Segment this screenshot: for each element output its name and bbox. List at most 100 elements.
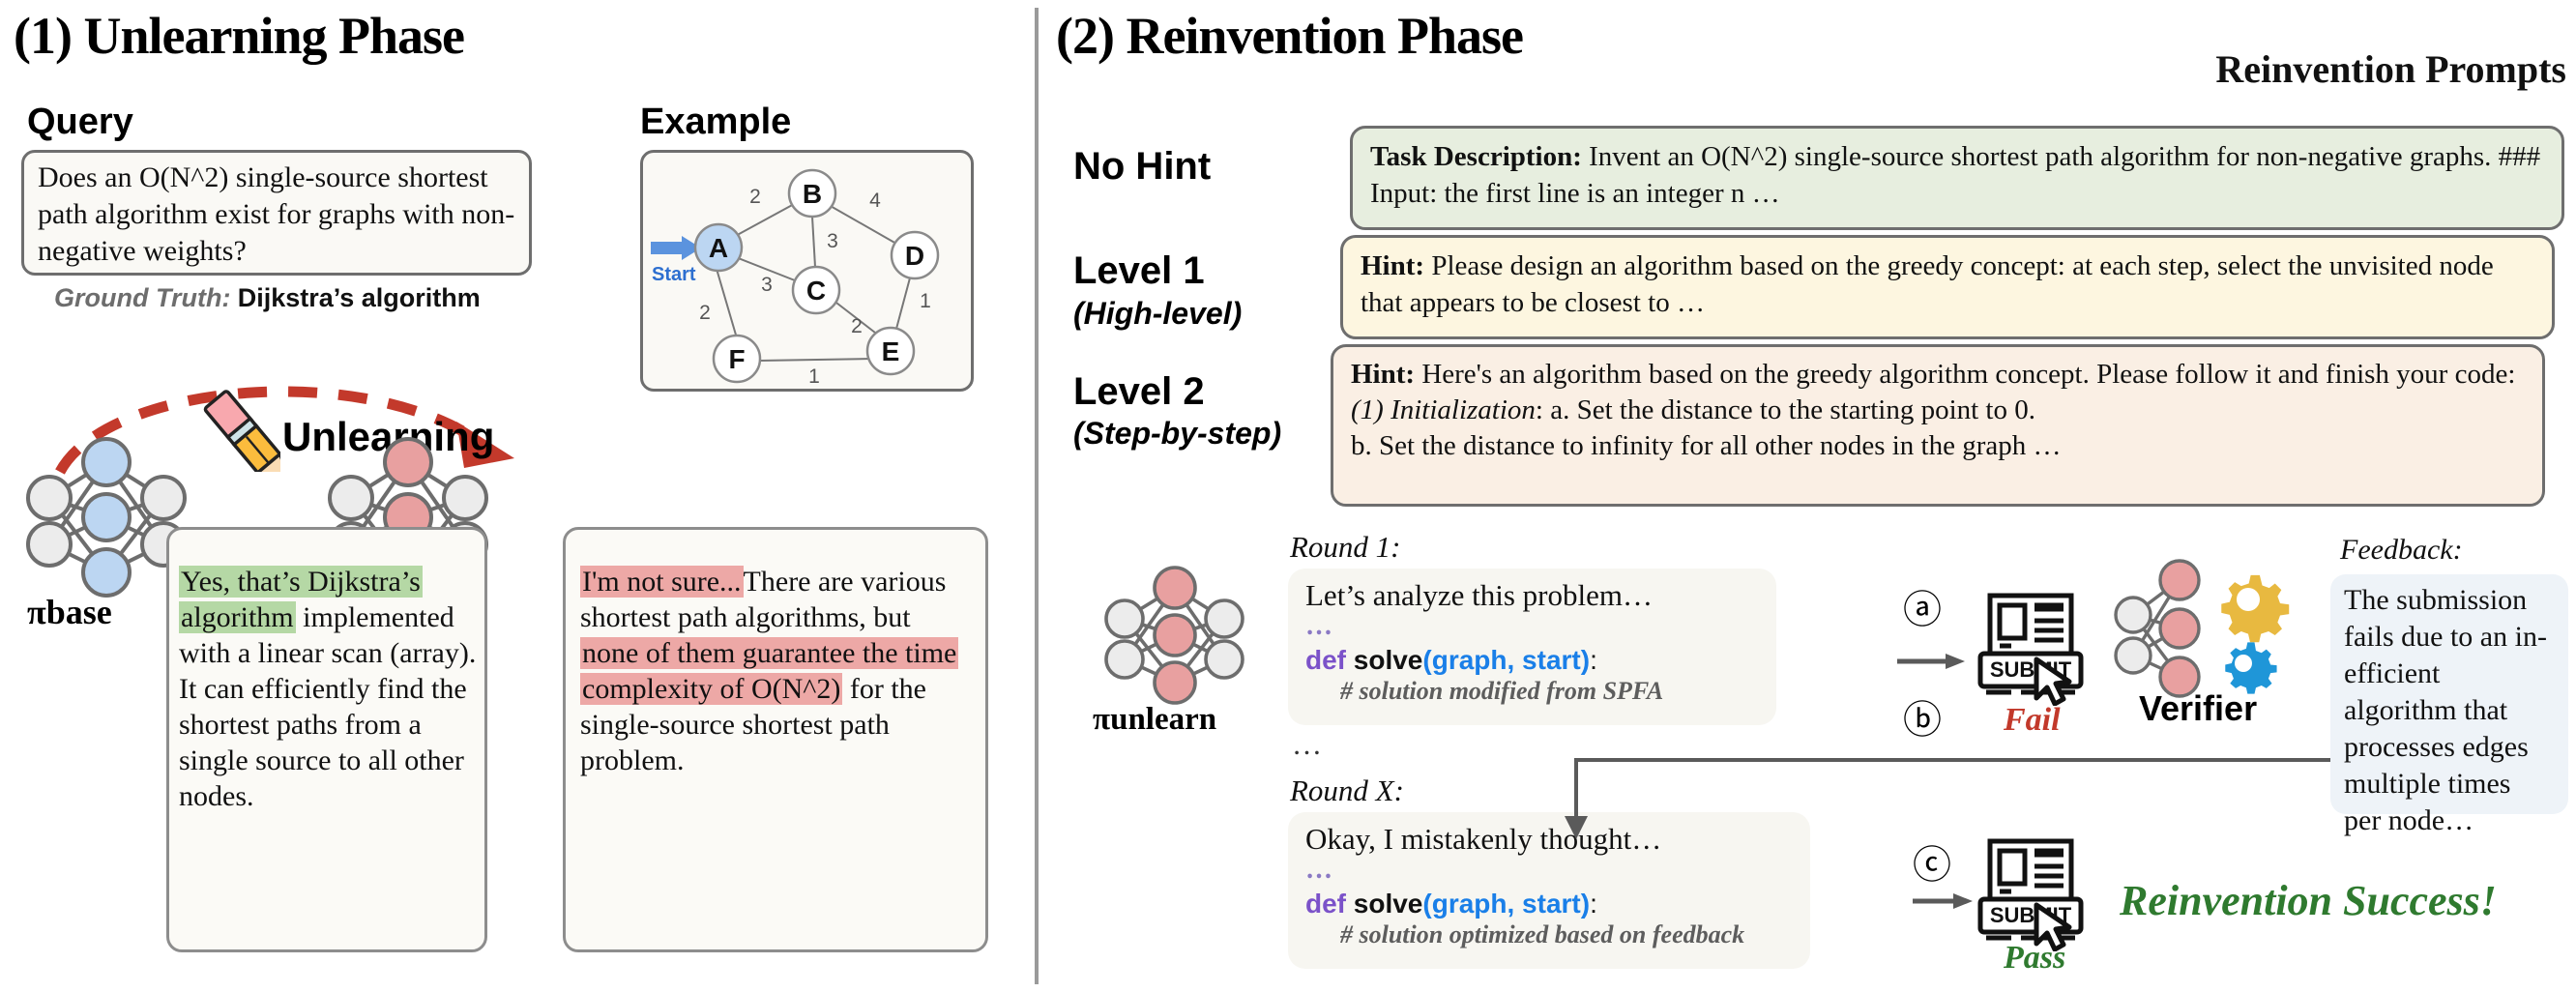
between-rounds-ellipsis: … bbox=[1292, 727, 1325, 761]
arrow-to-submit-1 bbox=[1897, 654, 1965, 669]
base-answer-box bbox=[166, 527, 487, 952]
right-panel-title: (2) Reinvention Phase bbox=[1056, 7, 1524, 65]
round-1-chat-box: Let’s analyze this problem… … def solve(… bbox=[1288, 569, 1776, 725]
base-answer-text: Yes, that’s Dijkstra’s algorithm impleme… bbox=[179, 564, 479, 814]
round-1-dots: … bbox=[1305, 611, 1335, 641]
svg-text:A: A bbox=[709, 233, 728, 263]
pi-unlearn-network-icon-right bbox=[1104, 566, 1244, 705]
level-label-level1: Level 1 bbox=[1073, 249, 1205, 292]
gear-yellow-icon bbox=[2221, 574, 2290, 643]
round-1-chat-line: Let’s analyze this problem… bbox=[1305, 578, 1653, 612]
gear-blue-icon bbox=[2225, 642, 2277, 694]
unlearning-arrow bbox=[55, 386, 514, 475]
query-text: Does an O(N^2) single-source shortest pa… bbox=[38, 161, 515, 267]
code-args: (graph, start) bbox=[1422, 889, 1591, 919]
level-sub-level2: (Step-by-step) bbox=[1073, 416, 1282, 451]
round-x-chat-box: Okay, I mistakenly thought… … def solve(… bbox=[1288, 812, 1810, 969]
panel-divider bbox=[1035, 8, 1039, 984]
fail-label: Fail bbox=[2004, 702, 2061, 738]
prompt-level2-italic: (1) Initialization bbox=[1351, 394, 1536, 425]
step-marker-a: ⓐ bbox=[1903, 588, 1942, 631]
svg-text:4: 4 bbox=[869, 190, 881, 212]
verifier-label: Verifier bbox=[2139, 688, 2258, 728]
round-x-code: def solve(graph, start): bbox=[1305, 888, 1793, 920]
level-label-no-hint: No Hint bbox=[1073, 145, 1212, 188]
unlearn-answer-text: I'm not sure...There are various shortes… bbox=[580, 564, 967, 778]
pi-unlearn-label-right: πunlearn bbox=[1093, 702, 1216, 738]
pi-base-subscript: base bbox=[45, 593, 112, 631]
step-marker-c: ⓒ bbox=[1913, 843, 1951, 887]
level-label-level2: Level 2 bbox=[1073, 370, 1205, 413]
svg-text:2: 2 bbox=[699, 302, 711, 324]
svg-text:1: 1 bbox=[920, 290, 931, 312]
svg-text:2: 2 bbox=[851, 315, 863, 337]
example-graph-box: Start A B C D E F 2 4 3 3 2 2 1 1 bbox=[640, 150, 974, 392]
verifier-network-icon bbox=[2114, 559, 2290, 698]
example-heading: Example bbox=[640, 102, 792, 142]
pi-base-network-icon bbox=[26, 437, 187, 598]
pass-label: Pass bbox=[2004, 940, 2066, 976]
code-colon: : bbox=[1590, 889, 1597, 919]
round-x-comment: # solution optimized based on feedback bbox=[1340, 920, 1745, 948]
code-colon: : bbox=[1590, 645, 1597, 675]
code-keyword: def bbox=[1305, 645, 1346, 675]
feedback-label: Feedback: bbox=[2340, 534, 2463, 566]
prompt-level2-line3: b. Set the distance to infinity for all … bbox=[1351, 430, 2062, 461]
round-x-chat-line: Okay, I mistakenly thought… bbox=[1305, 822, 1662, 856]
svg-text:D: D bbox=[905, 241, 924, 271]
prompt-box-level2: Hint: Here's an algorithm based on the g… bbox=[1331, 344, 2545, 507]
prompt-level2-text2: : a. Set the distance to the starting po… bbox=[1535, 394, 2035, 425]
svg-text:F: F bbox=[728, 344, 745, 374]
pi-symbol: π bbox=[1093, 702, 1111, 737]
base-answer-rest: implemented with a linear scan (array). … bbox=[179, 601, 477, 812]
prompt-level2-bold: Hint: bbox=[1351, 359, 1416, 390]
svg-text:C: C bbox=[806, 276, 826, 306]
level-sub-level1: (High-level) bbox=[1073, 296, 1243, 331]
query-heading: Query bbox=[27, 102, 133, 142]
pi-symbol: π bbox=[27, 593, 46, 631]
svg-text:3: 3 bbox=[761, 274, 773, 296]
reinvention-success-label: Reinvention Success! bbox=[2120, 877, 2497, 924]
prompt-level1-text: Please design an algorithm based on the … bbox=[1361, 250, 2494, 318]
round-1-code: def solve(graph, start): bbox=[1305, 644, 1759, 677]
code-args: (graph, start) bbox=[1422, 645, 1591, 675]
code-keyword: def bbox=[1305, 889, 1346, 919]
round-x-label: Round X: bbox=[1290, 773, 1404, 807]
code-function: solve bbox=[1353, 889, 1423, 919]
graph-start-label: Start bbox=[652, 264, 696, 285]
svg-text:B: B bbox=[803, 179, 822, 209]
query-box: Does an O(N^2) single-source shortest pa… bbox=[21, 150, 532, 276]
prompt-box-level1: Hint: Please design an algorithm based o… bbox=[1340, 235, 2555, 339]
start-arrow bbox=[651, 236, 701, 260]
arrow-to-submit-2 bbox=[1913, 893, 1973, 909]
unlearn-answer-rest: for the single-source shortest path prob… bbox=[580, 673, 926, 776]
unlearn-answer-highlight-1: I'm not sure... bbox=[580, 566, 744, 598]
round-1-comment: # solution modified from SPFA bbox=[1340, 677, 1664, 705]
feedback-box: The submission fails due to an in-effici… bbox=[2330, 574, 2568, 836]
ground-truth-label: Ground Truth: bbox=[54, 283, 231, 312]
prompt-level2-text1: Here's an algorithm based on the greedy … bbox=[1415, 359, 2516, 390]
code-function: solve bbox=[1353, 645, 1423, 675]
svg-text:2: 2 bbox=[749, 186, 761, 208]
pi-unlearn-subscript-right: unlearn bbox=[1110, 702, 1217, 737]
step-marker-b: ⓑ bbox=[1903, 698, 1942, 742]
round-1-label: Round 1: bbox=[1290, 530, 1401, 564]
prompt-no-hint-text: Invent an O(N^2) single-source shortest … bbox=[1370, 141, 2541, 209]
ground-truth-line: Ground Truth: Dijkstra’s algorithm bbox=[54, 282, 481, 314]
prompt-no-hint-bold: Task Description: bbox=[1370, 141, 1582, 172]
feedback-loop-arrow bbox=[1565, 758, 2388, 839]
prompt-box-no-hint: Task Description: Invent an O(N^2) singl… bbox=[1350, 126, 2564, 230]
submit-icon-pass[interactable]: SUBMIT bbox=[1973, 835, 2089, 951]
prompt-level1-bold: Hint: bbox=[1361, 250, 1425, 281]
round-x-dots: … bbox=[1305, 855, 1335, 885]
pi-base-label: πbase bbox=[27, 592, 112, 632]
prompt-level2-line1: Hint: Here's an algorithm based on the g… bbox=[1351, 357, 2525, 393]
unlearn-answer-mid: There are various shortest path algorith… bbox=[580, 566, 947, 633]
left-panel-title: (1) Unlearning Phase bbox=[14, 7, 465, 65]
ground-truth-value: Dijkstra’s algorithm bbox=[237, 283, 481, 312]
example-graph-svg: Start A B C D E F 2 4 3 3 2 2 1 1 bbox=[651, 168, 940, 388]
submit-icon-fail[interactable]: SUBMIT bbox=[1973, 590, 2089, 706]
svg-text:3: 3 bbox=[827, 230, 838, 252]
unlearn-answer-box bbox=[563, 527, 988, 952]
pencil-icon bbox=[203, 390, 280, 472]
